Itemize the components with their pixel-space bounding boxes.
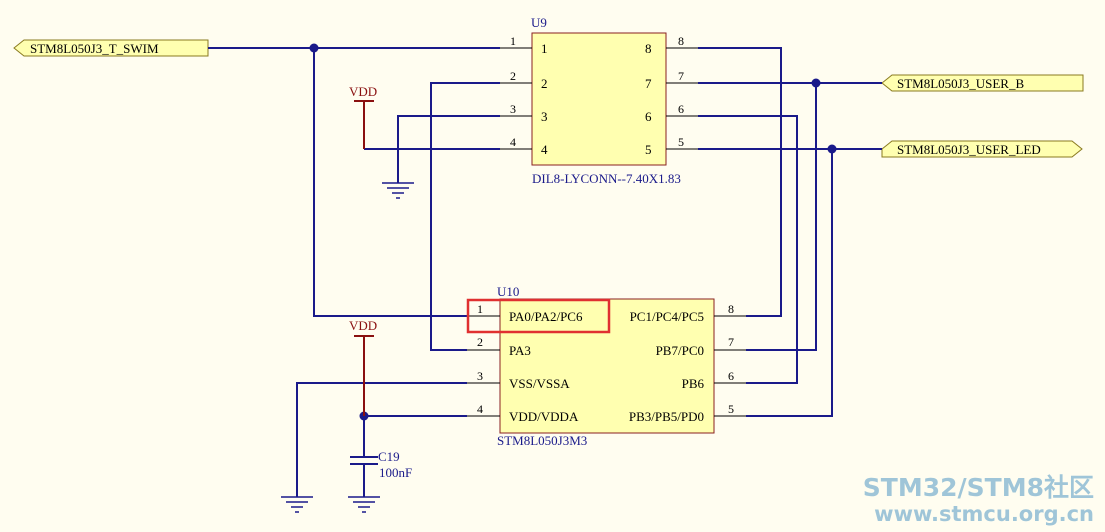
- u10-pin-name-3: VSS/VSSA: [509, 376, 570, 391]
- port-user-b: STM8L050J3_USER_B: [881, 74, 1084, 92]
- watermark: STM32/STM8社区 www.stmcu.org.cn: [863, 473, 1094, 526]
- ground-symbol-u9: [382, 182, 414, 199]
- u10-pin-num-4: 4: [477, 402, 483, 416]
- u9-outer-pin-3: 3: [510, 102, 516, 116]
- u9-inner-pin-8: 8: [645, 41, 652, 56]
- port-user-led: STM8L050J3_USER_LED: [881, 140, 1083, 158]
- u9-connector: U9 DIL8-LYCONN--7.40X1.83 1 2 3 4 8 7 6 …: [500, 15, 698, 186]
- u10-pin-name-4: VDD/VDDA: [509, 409, 579, 424]
- u10-pin-name-8: PC1/PC4/PC5: [630, 309, 704, 324]
- u10-pin-name-1: PA0/PA2/PC6: [509, 309, 583, 324]
- u10-pin-num-3: 3: [477, 369, 483, 383]
- ground-symbol-vss: [281, 496, 313, 513]
- c19-value: 100nF: [379, 465, 412, 480]
- u9-inner-pin-7: 7: [645, 76, 652, 91]
- pin1-highlight-box: [466, 298, 611, 334]
- ground-symbol-c19: [348, 496, 380, 513]
- u10-pin-num-2: 2: [477, 335, 483, 349]
- u9-body: [531, 32, 667, 166]
- u10-pin-num-7: 7: [728, 335, 734, 349]
- u10-mcu: U10 STM8L050J3M3 1 2 3 4 PA0/PA2/PC6 PA3…: [467, 284, 746, 448]
- u10-pin-num-1: 1: [477, 302, 483, 316]
- u9-inner-pin-6: 6: [645, 109, 652, 124]
- u10-part: STM8L050J3M3: [497, 433, 587, 448]
- u10-pin-name-5: PB3/PB5/PD0: [629, 409, 704, 424]
- port-swim-label: STM8L050J3_T_SWIM: [30, 41, 159, 56]
- vdd-symbol-top: VDD: [349, 84, 377, 149]
- u9-inner-pin-5: 5: [645, 142, 652, 157]
- port-user-b-label: STM8L050J3_USER_B: [897, 76, 1024, 91]
- u9-outer-pin-8: 8: [678, 34, 684, 48]
- u9-outer-pin-5: 5: [678, 135, 684, 149]
- u10-pin-num-8: 8: [728, 302, 734, 316]
- capacitor-c19: C19 100nF: [350, 449, 412, 480]
- u9-ref: U9: [531, 15, 547, 30]
- u9-outer-pin-2: 2: [510, 69, 516, 83]
- vdd-bottom-label: VDD: [349, 318, 377, 333]
- u10-pin-name-2: PA3: [509, 343, 531, 358]
- u10-pin-num-6: 6: [728, 369, 734, 383]
- port-swim: STM8L050J3_T_SWIM: [13, 39, 209, 57]
- vdd-top-label: VDD: [349, 84, 377, 99]
- port-user-led-label: STM8L050J3_USER_LED: [897, 142, 1041, 157]
- u10-pin-num-5: 5: [728, 402, 734, 416]
- u10-ref: U10: [497, 284, 519, 299]
- vdd-symbol-bottom: VDD: [349, 318, 377, 416]
- u9-footprint: DIL8-LYCONN--7.40X1.83: [532, 171, 681, 186]
- u9-inner-pin-4: 4: [541, 142, 548, 157]
- watermark-line2: www.stmcu.org.cn: [874, 502, 1094, 526]
- u9-inner-pin-2: 2: [541, 76, 548, 91]
- wires: [208, 47, 882, 497]
- c19-ref: C19: [378, 449, 400, 464]
- u9-outer-pin-1: 1: [510, 34, 516, 48]
- u10-body: [499, 298, 715, 434]
- u9-outer-pin-6: 6: [678, 102, 684, 116]
- u9-outer-pin-7: 7: [678, 69, 684, 83]
- watermark-line1: STM32/STM8社区: [863, 473, 1094, 502]
- u9-inner-pin-1: 1: [541, 41, 548, 56]
- u9-inner-pin-3: 3: [541, 109, 548, 124]
- u9-outer-pin-4: 4: [510, 135, 516, 149]
- u10-pin-name-6: PB6: [682, 376, 705, 391]
- junctions: [309, 43, 837, 421]
- u10-pin-name-7: PB7/PC0: [656, 343, 704, 358]
